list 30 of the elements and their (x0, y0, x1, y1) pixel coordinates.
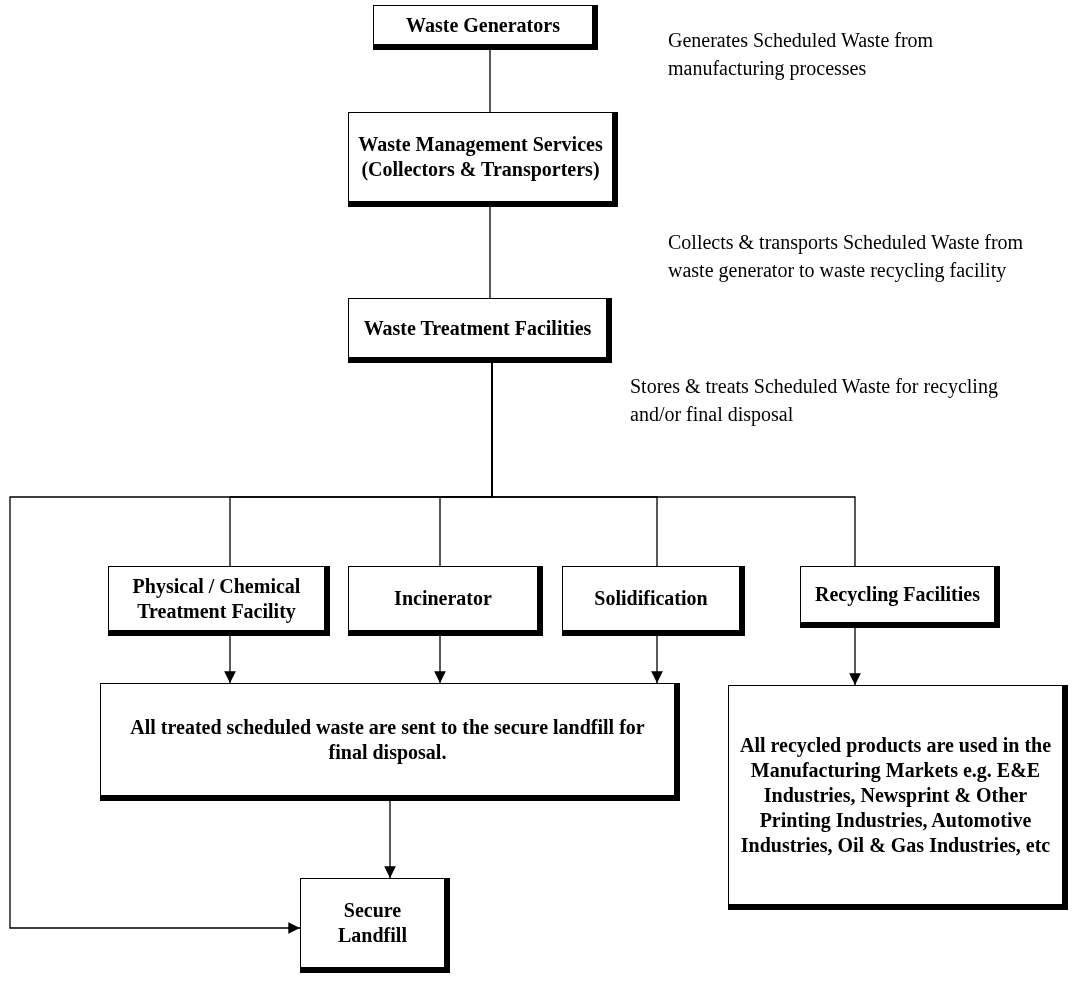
arrow (224, 635, 236, 684)
process-box (728, 685, 1068, 910)
process-box (100, 683, 680, 801)
step-description: Generates Scheduled Waste from manufacturing processes (668, 28, 935, 82)
box-label: Waste Generators (406, 12, 560, 38)
box-label: Incinerator (394, 586, 492, 611)
process-box (348, 298, 612, 363)
box-label: Waste Treatment Facilities (363, 315, 592, 341)
arrow (651, 635, 663, 684)
box-label: All treated scheduled waste are sent to the secure landfill for final disposal. (129, 714, 646, 765)
box-label: Solidification (594, 586, 708, 611)
step-description: Stores & treats Scheduled Waste for recycling and/or final disposal (630, 374, 999, 428)
arrow (849, 627, 861, 686)
arrow (384, 800, 396, 879)
connector-line (489, 206, 491, 299)
box-label: All recycled products are used in the Manufacturing Markets e.g. E&E Industries, Newsprint & Other Printing Industries, Automotive Industries, Oil & Gas Industries, etc (738, 732, 1053, 858)
process-box (800, 566, 1000, 628)
box-label: Recycling Facilities (815, 582, 980, 607)
connector-line (489, 49, 491, 113)
box-label: Waste Management Services (Collectors & Transporters) (357, 132, 604, 182)
process-box (348, 112, 618, 207)
process-box (373, 5, 598, 50)
arrow (434, 635, 446, 684)
process-box (108, 566, 330, 636)
process-box (562, 566, 745, 636)
box-label: Physical / Chemical Treatment Facility (131, 573, 302, 624)
process-box (348, 566, 543, 636)
box-label: Secure Landfill (337, 898, 408, 948)
step-description: Collects & transports Scheduled Waste from waste generator to waste recycling facility (668, 230, 1025, 284)
process-box (300, 878, 450, 973)
